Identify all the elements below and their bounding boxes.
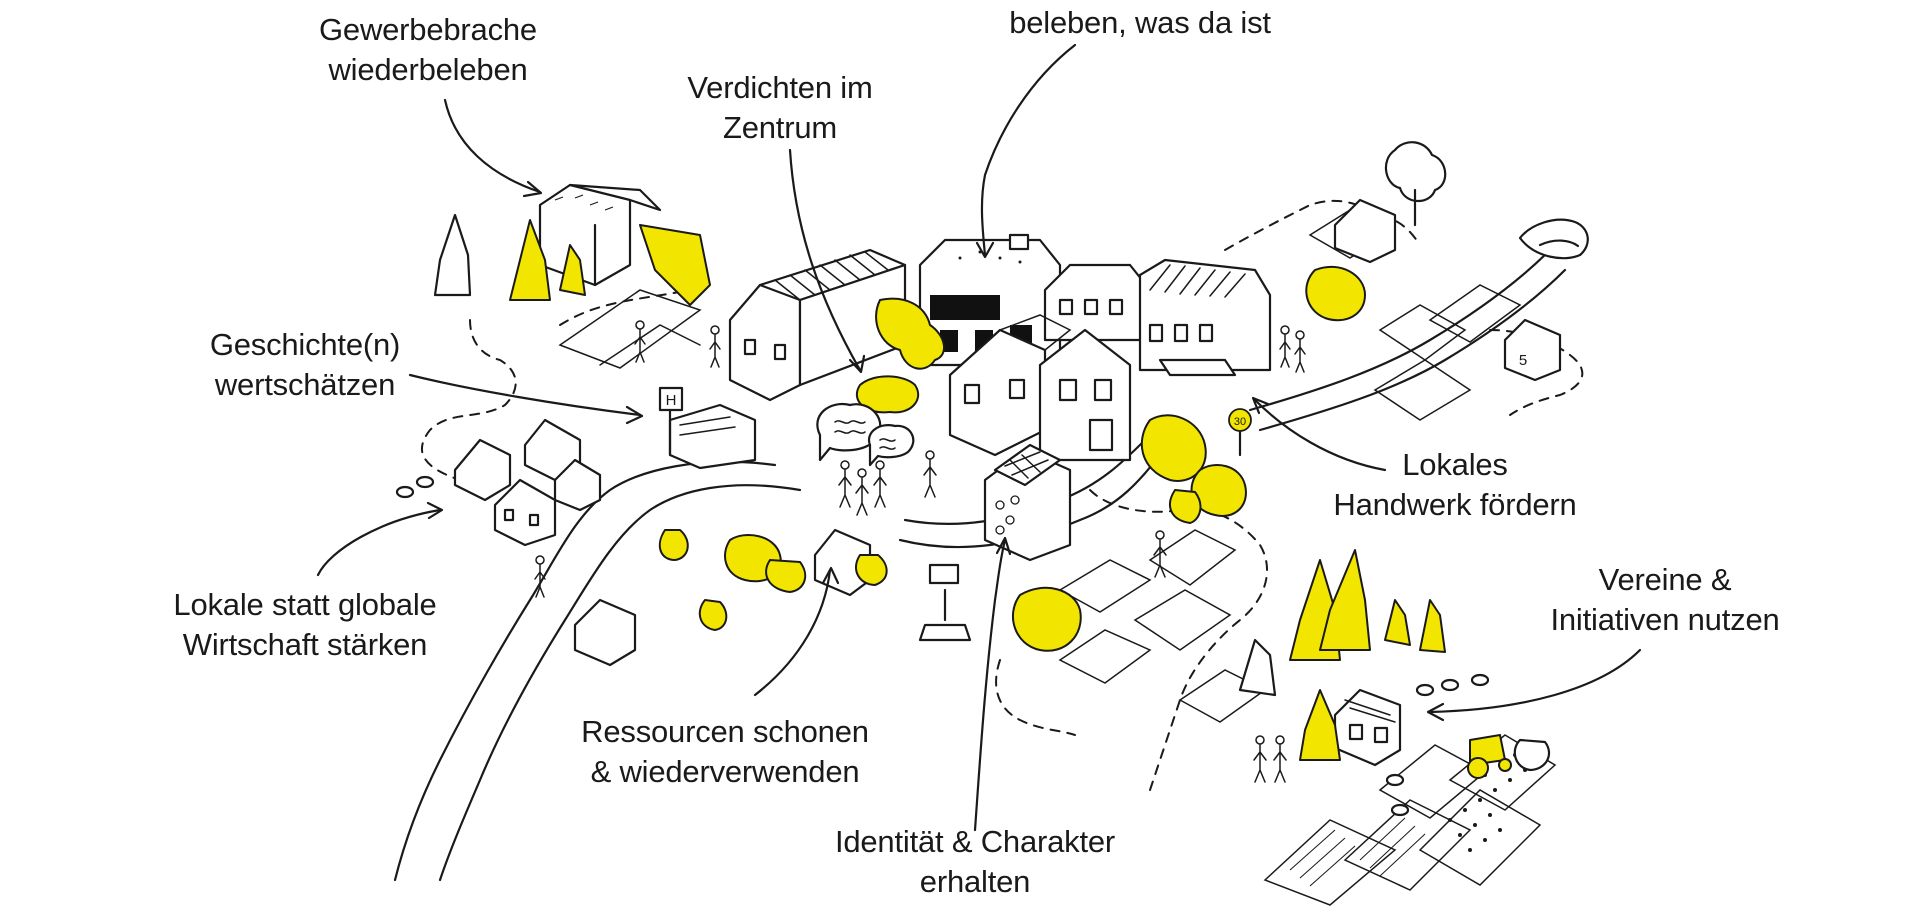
speed-sign: 30 [1228, 408, 1252, 457]
label-vereine-line2: Initiativen nutzen [1550, 602, 1780, 637]
label-verdichten: Verdichten im Zentrum [680, 68, 880, 148]
solar-house [983, 443, 1072, 562]
label-geschichte: Geschichte(n) wertschätzen [195, 325, 415, 405]
label-wirtschaft: Lokale statt globale Wirtschaft stärken [155, 585, 455, 665]
arrow-wirtschaft [316, 508, 442, 577]
label-ressourcen: Ressourcen schonen & wiederverwenden [575, 712, 875, 792]
arrow-identitaet [973, 538, 1007, 832]
label-gewerbebrache-line2: wiederbeleben [328, 52, 528, 87]
label-vereine-line1: Vereine & [1598, 562, 1732, 597]
sail-canopy [639, 224, 711, 306]
house-number-text: 5 [1519, 352, 1527, 369]
house-number: 5 [1519, 352, 1527, 369]
people [534, 320, 1306, 783]
outline-trees [433, 141, 1551, 772]
arrow-ressourcen [753, 568, 832, 697]
arrow-vereine [1428, 648, 1642, 714]
label-verdichten-line2: Zentrum [722, 110, 838, 145]
label-vereine: Vereine & Initiativen nutzen [1525, 560, 1805, 640]
label-gewerbebrache: Gewerbebrache wiederbeleben [298, 10, 558, 90]
community-building [668, 403, 757, 470]
label-geschichte-line1: Geschichte(n) [209, 327, 401, 362]
label-beleben: beleben, was da ist [990, 3, 1290, 43]
arrow-geschichte [408, 373, 642, 417]
arrow-beleben [980, 43, 1077, 257]
speech-bubbles [816, 402, 915, 467]
arrow-handwerk [1253, 398, 1387, 472]
label-handwerk-line2: Handwerk fördern [1333, 487, 1577, 522]
label-handwerk-line1: Lokales [1402, 447, 1508, 482]
label-gewerbebrache-line1: Gewerbebrache [319, 12, 537, 47]
label-ressourcen-line1: Ressourcen schonen [581, 714, 869, 749]
label-identitaet-line1: Identität & Charakter [834, 824, 1116, 859]
bus-stop-sign: H [658, 386, 684, 457]
central-buildings [728, 233, 1272, 462]
label-identitaet-line2: erhalten [919, 864, 1031, 899]
industrial-hall [538, 183, 662, 287]
arrow-gewerbebrache [443, 98, 542, 194]
arrow-verdichten [788, 148, 862, 372]
east-road [1248, 218, 1589, 432]
label-identitaet: Identität & Charakter erhalten [815, 822, 1135, 902]
monument [918, 563, 972, 642]
left-houses [453, 418, 602, 547]
speed-limit-number: 30 [1234, 416, 1246, 428]
label-beleben-line1: beleben, was da ist [1009, 5, 1271, 40]
sheep [395, 475, 1490, 817]
label-handwerk: Lokales Handwerk fördern [1325, 445, 1585, 525]
main-road [393, 438, 1162, 882]
annotation-arrows [316, 43, 1642, 832]
bus-stop-letter: H [666, 392, 677, 409]
label-wirtschaft-line1: Lokale statt globale [173, 587, 437, 622]
label-geschichte-line2: wertschätzen [214, 367, 396, 402]
label-verdichten-line1: Verdichten im [687, 70, 873, 105]
label-wirtschaft-line2: Wirtschaft stärken [182, 627, 428, 662]
label-ressourcen-line2: & wiederverwenden [590, 754, 860, 789]
